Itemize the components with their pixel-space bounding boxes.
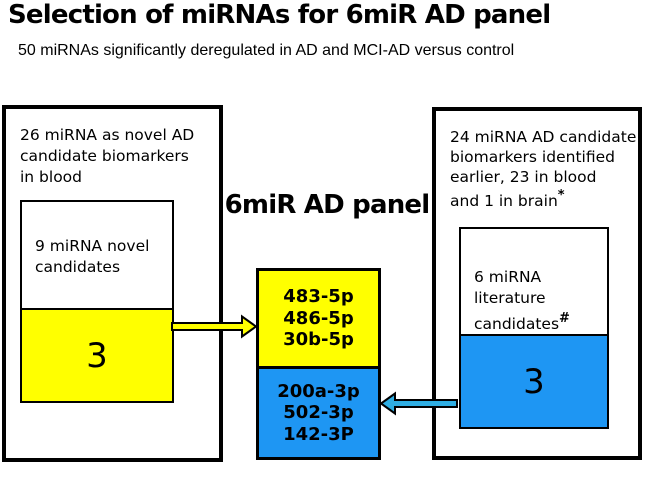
label-line: earlier, 23 in blood bbox=[450, 168, 597, 186]
mirna-name: 142-3P bbox=[283, 423, 354, 445]
novel-selected-fill: 3 bbox=[22, 308, 172, 401]
label-line: 24 miRNA AD candidate bbox=[450, 128, 637, 146]
label-line: candidates# bbox=[474, 311, 570, 334]
asterisk-footnote-mark: * bbox=[557, 188, 565, 203]
mirna-name: 200a-3p bbox=[277, 380, 360, 402]
earlier-biomarkers-label: 24 miRNA AD candidate biomarkers identif… bbox=[450, 127, 636, 211]
label-line: in blood bbox=[20, 168, 83, 186]
figure-subtitle: 50 miRNAs significantly deregulated in A… bbox=[18, 42, 515, 59]
literature-candidates-box: 6 miRNA literature candidates# 3 bbox=[459, 227, 609, 429]
figure-title: Selection of miRNAs for 6miR AD panel bbox=[8, 0, 551, 30]
hash-footnote-mark: # bbox=[559, 311, 570, 326]
literature-selected-count: 3 bbox=[523, 361, 545, 402]
mirna-name: 502-3p bbox=[283, 402, 354, 424]
panel-novel-mirnas: 483-5p 486-5p 30b-5p bbox=[259, 271, 378, 366]
label-line: 6 miRNA literature bbox=[474, 268, 546, 307]
panel-literature-mirnas: 200a-3p 502-3p 142-3P bbox=[259, 366, 378, 457]
label-line: and 1 in brain* bbox=[450, 188, 565, 211]
label-line: 9 miRNA novel bbox=[35, 237, 150, 255]
mirna-name: 486-5p bbox=[283, 307, 354, 329]
mirna-name: 483-5p bbox=[283, 286, 354, 308]
label-line: candidates bbox=[35, 258, 121, 276]
label-line: 26 miRNA as novel AD bbox=[20, 126, 195, 144]
label-line: candidate biomarkers bbox=[20, 147, 189, 165]
novel-selected-count: 3 bbox=[86, 335, 108, 376]
novel-biomarkers-label: 26 miRNA as novel AD candidate biomarker… bbox=[20, 125, 194, 188]
mirna-name: 30b-5p bbox=[283, 329, 354, 351]
panel-title: 6miR AD panel bbox=[224, 190, 431, 220]
novel-candidates-label: 9 miRNA novel candidates bbox=[35, 236, 149, 278]
six-mir-panel-box: 483-5p 486-5p 30b-5p 200a-3p 502-3p 142-… bbox=[256, 268, 381, 460]
literature-candidates-label: 6 miRNA literature candidates# bbox=[474, 267, 607, 335]
novel-biomarkers-box: 26 miRNA as novel AD candidate biomarker… bbox=[2, 105, 223, 462]
literature-selected-fill: 3 bbox=[461, 334, 607, 427]
label-line: biomarkers identified bbox=[450, 148, 615, 166]
novel-candidates-box: 9 miRNA novel candidates 3 bbox=[20, 200, 174, 403]
earlier-biomarkers-box: 24 miRNA AD candidate biomarkers identif… bbox=[432, 107, 642, 460]
